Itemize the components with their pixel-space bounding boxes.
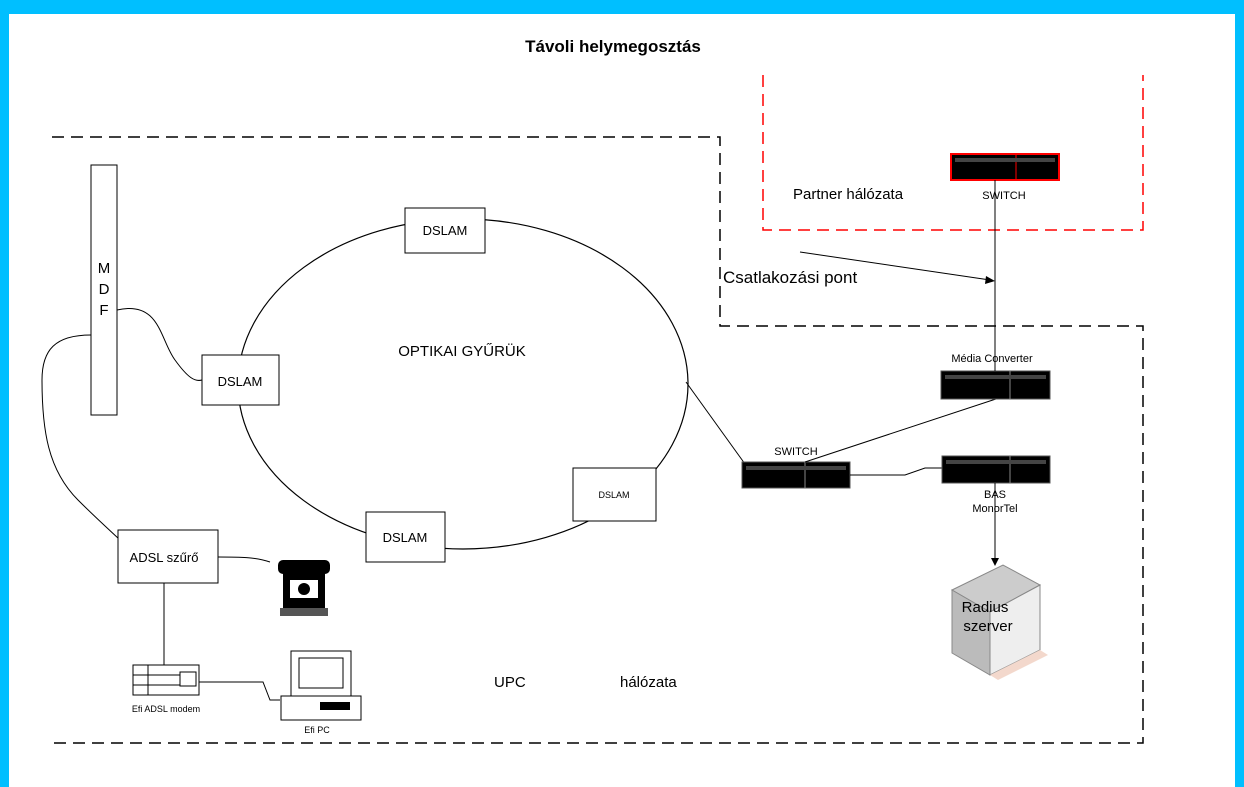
dslam-bottom-label: DSLAM [383,530,428,545]
upc-network-label: hálózata [620,674,677,691]
connection-pointer [799,251,991,281]
dslam-left-label: DSLAM [218,374,263,389]
upc-label: UPC [494,674,526,691]
switch-partner-label: SWITCH [982,190,1025,202]
switch-bas-cable [850,467,942,476]
switch-main-label: SWITCH [774,446,817,458]
dslam-bottom [365,511,446,563]
media-converter-icon [940,370,1051,400]
adsl-filter-label: ADSL szűrő [130,550,199,565]
modem-label: Efi ADSL modem [132,704,200,714]
switch-partner-icon [950,153,1060,181]
modem-icon [132,664,200,696]
partner-label: Partner hálózata [793,186,904,203]
server-icon [950,564,1048,680]
switch-icon [741,461,851,489]
mdf-filter-cable [41,334,121,541]
bas-device [941,455,1051,484]
dslam-right [572,467,657,522]
bas-server-arrowhead [991,558,999,566]
telephone-icon [278,560,330,616]
partner-network-boundary [762,75,1144,231]
diagram-title: Távoli helymegosztás [525,37,701,56]
dslam-top [404,207,486,254]
dslam-left [201,354,280,406]
mdf-dslam-cable [116,307,203,381]
upc-network-boundary [52,136,1144,744]
mdf-letter-m: M [98,260,111,277]
filter-phone-cable [217,556,271,563]
radius-label-line2: szerver [963,618,1012,635]
ring-label: OPTIKAI GYŰRÜK [398,342,526,360]
mdf-letter-d: D [99,281,110,298]
connection-arrowhead [985,276,995,284]
pc-label: Efi PC [304,725,330,735]
connection-label: Csatlakozási pont [723,268,857,287]
mdf-letter-f: F [99,302,108,319]
adsl-filter [117,529,219,584]
dslam-right-label: DSLAM [598,490,629,500]
mdf-frame [90,164,118,416]
ring-switch-cable [685,381,746,465]
radius-label-line1: Radius [962,599,1009,616]
dslam-top-label: DSLAM [423,223,468,238]
switch-mc-cable [804,395,1006,463]
pc-icon [280,650,362,721]
modem-pc-cable [199,681,280,701]
media-converter-label: Média Converter [951,353,1033,365]
